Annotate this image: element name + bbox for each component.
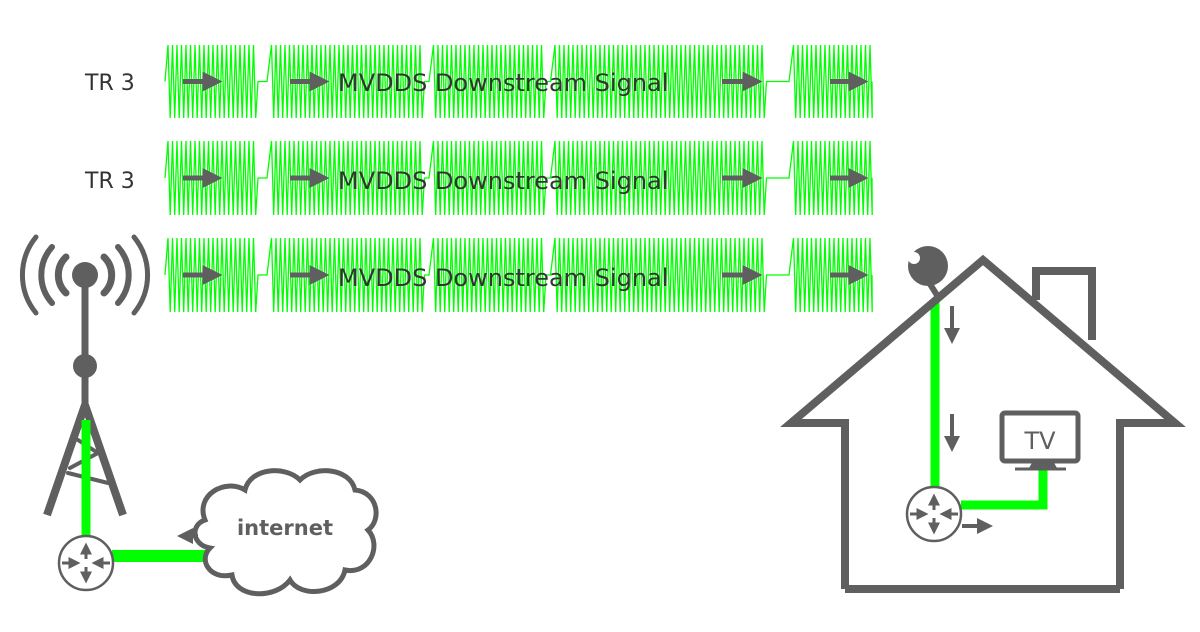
antenna-node (73, 354, 97, 378)
cloud-label: internet (237, 516, 333, 540)
router-icon (905, 485, 963, 543)
signal-waveform-2 (164, 140, 873, 216)
tv-icon (999, 410, 1081, 471)
antenna-tip (72, 262, 98, 288)
house-icon (780, 254, 1186, 593)
signal-label-2: MVDDS Downstream Signal (338, 167, 668, 195)
tv-label: TV (1023, 427, 1056, 455)
signal-waveform-3 (164, 237, 873, 313)
signal-source-label-1: TR 3 (84, 71, 135, 96)
router-icon (57, 534, 115, 592)
signal-source-label-2: TR 3 (84, 169, 135, 194)
signal-label-1: MVDDS Downstream Signal (338, 69, 668, 97)
signal-label-3: MVDDS Downstream Signal (338, 264, 668, 292)
internet-cloud-icon (192, 468, 379, 597)
signal-waveform-1 (164, 44, 873, 119)
satellite-dish-icon (908, 246, 948, 302)
signal-cables (81, 300, 1048, 562)
